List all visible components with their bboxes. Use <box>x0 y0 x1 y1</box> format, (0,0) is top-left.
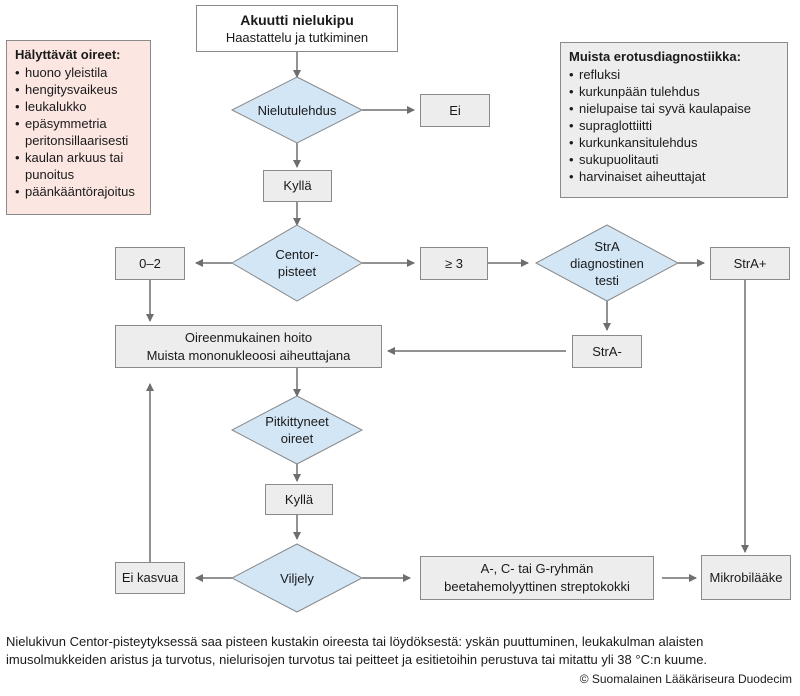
list-item: huono yleistila <box>15 64 142 81</box>
diamond-viljely <box>230 543 364 613</box>
stra-text-2: diagnostinen <box>570 255 644 271</box>
centor-text-1: Centor- <box>275 247 319 262</box>
list-item: harvinaiset aiheuttajat <box>569 168 779 185</box>
stra-text-3: testi <box>595 272 619 288</box>
nielutulehdus-text: Nielutulehdus <box>257 102 337 118</box>
stra-negative-text: StrA- <box>592 343 622 359</box>
kylla-text-1: Kyllä <box>283 178 312 193</box>
score-high-node: ≥ 3 <box>420 247 488 280</box>
ei-node: Ei <box>420 94 490 127</box>
stra-positive-node: StrA+ <box>710 247 790 280</box>
list-item: refluksi <box>569 66 779 83</box>
start-subtitle: Haastattelu ja tutkiminen <box>225 29 369 45</box>
treatment-text-1: Oireenmukainen hoito <box>184 329 313 345</box>
stra-negative-node: StrA- <box>572 335 642 368</box>
warning-heading: Hälyttävät oireet: <box>15 47 121 62</box>
footnote: Nielukivun Centor-pisteytyksessä saa pis… <box>6 634 708 667</box>
list-item: kurkunkansitulehdus <box>569 134 779 151</box>
strep-text-2: beetahemolyyttinen streptokokki <box>444 579 630 594</box>
list-item: supraglottiitti <box>569 117 779 134</box>
no-growth-text: Ei kasvua <box>121 570 179 585</box>
diamond-nielutulehdus <box>230 76 364 144</box>
kylla-text-2: Kyllä <box>284 491 314 507</box>
list-item: hengitysvaikeus <box>15 81 142 98</box>
warning-list: huono yleistila hengitysvaikeus leukaluk… <box>15 64 142 200</box>
list-item: kurkunpään tulehdus <box>569 83 779 100</box>
stra-text-1: StrA <box>594 238 620 254</box>
centor-text-2: pisteet <box>277 264 317 279</box>
start-node: Akuutti nielukipu Haastattelu ja tutkimi… <box>196 5 398 52</box>
treatment-node: Oireenmukainen hoito Muista mononukleoos… <box>115 325 382 368</box>
antibiotic-text: Mikrobilääke <box>709 569 783 585</box>
diamond-stra-test <box>534 224 680 302</box>
prolonged-text-2: oireet <box>280 431 314 446</box>
list-item: nielupaise tai syvä kaulapaise <box>569 100 779 117</box>
viljely-text: Viljely <box>280 570 314 586</box>
stra-positive-text: StrA+ <box>733 255 767 271</box>
differential-diagnosis-panel: Muista erotusdiagnostiikka: refluksi kur… <box>560 42 788 198</box>
start-title: Akuutti nielukipu <box>240 11 354 28</box>
list-item: leukalukko <box>15 98 142 115</box>
prolonged-label: Pitkittyneet oireet <box>232 396 362 464</box>
viljely-label: Viljely <box>232 544 362 612</box>
no-growth-node: Ei kasvua <box>115 562 185 594</box>
antibiotic-node: Mikrobilääke <box>701 555 791 600</box>
centor-label: Centor- pisteet <box>232 225 362 301</box>
ei-text: Ei <box>449 102 461 118</box>
prolonged-text-1: Pitkittyneet <box>265 414 329 429</box>
copyright: © Suomalainen Lääkäriseura Duodecim <box>579 672 792 686</box>
score-high-text: ≥ 3 <box>445 255 463 271</box>
list-item: epäsymmetria peritonsillaarisesti <box>15 115 142 149</box>
score-low-text: 0–2 <box>139 255 161 271</box>
list-item: päänkääntörajoitus <box>15 183 142 200</box>
streptococcus-node: A-, C- tai G-ryhmän beetahemolyyttinen s… <box>420 556 654 600</box>
score-low-node: 0–2 <box>115 247 185 280</box>
list-item: kaulan arkuus tai punoitus <box>15 149 142 183</box>
kylla-node-2: Kyllä <box>265 484 333 515</box>
diamond-prolonged <box>230 395 364 465</box>
nielutulehdus-label: Nielutulehdus <box>232 77 362 143</box>
list-item: sukupuolitauti <box>569 151 779 168</box>
stra-test-label: StrA diagnostinen testi <box>536 225 678 301</box>
treatment-text-2: Muista mononukleoosi aiheuttajana <box>146 347 351 363</box>
differential-heading: Muista erotusdiagnostiikka: <box>569 49 741 64</box>
kylla-node-1: Kyllä <box>263 170 332 202</box>
warning-signs-panel: Hälyttävät oireet: huono yleistila hengi… <box>6 40 151 215</box>
diamond-centor <box>231 224 363 302</box>
differential-list: refluksi kurkunpään tulehdus nielupaise … <box>569 66 779 185</box>
strep-text-1: A-, C- tai G-ryhmän <box>480 561 594 576</box>
